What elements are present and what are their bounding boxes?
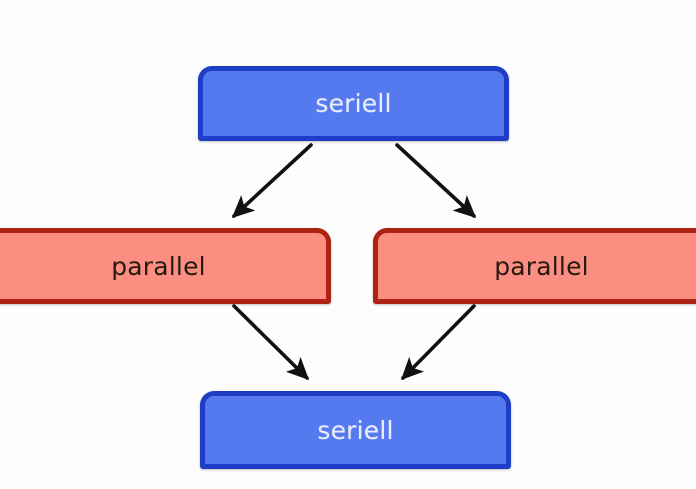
edge-right-to-bottom (400, 304, 476, 381)
edge-top-to-right (395, 143, 477, 218)
node-label: parallel (111, 251, 206, 281)
node-label: parallel (494, 251, 589, 281)
node-label: seriell (315, 89, 392, 118)
edge-top-to-left (231, 143, 313, 218)
node-parallel-left[interactable]: parallel (0, 228, 331, 304)
node-seriell-bottom[interactable]: seriell (200, 391, 511, 469)
node-seriell-top[interactable]: seriell (198, 66, 509, 141)
edge-left-to-bottom (232, 304, 310, 381)
node-parallel-right[interactable]: parallel (373, 228, 696, 304)
node-label: seriell (317, 415, 394, 445)
